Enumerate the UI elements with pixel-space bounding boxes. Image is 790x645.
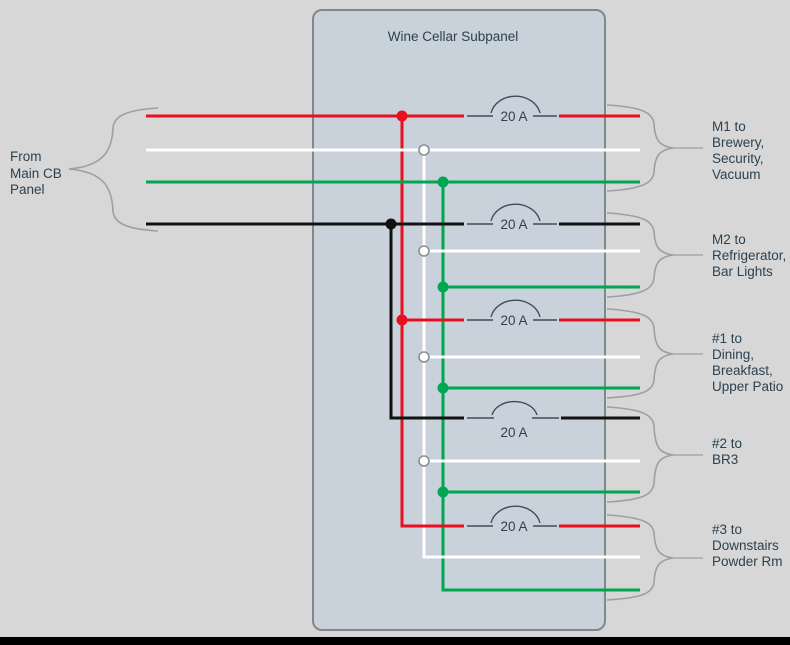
junction-dot-black	[385, 218, 397, 230]
label-m2: M2 to Refrigerator, Bar Lights	[712, 232, 786, 279]
label-line: #3 to	[712, 522, 742, 537]
junction-dot-green	[437, 281, 449, 293]
circuit-1: 20 A	[400, 299, 640, 390]
label-line: Bar Lights	[712, 264, 773, 279]
label-line: Upper Patio	[712, 379, 783, 394]
left-brace	[68, 107, 159, 232]
subpanel-title: Wine Cellar Subpanel	[388, 29, 519, 44]
bottom-bar	[0, 637, 790, 645]
source-label-line: Main CB	[10, 166, 62, 181]
label-line: M2 to	[712, 232, 746, 247]
label-line: BR3	[712, 452, 738, 467]
label-line: Breakfast,	[712, 363, 773, 378]
breaker-rating: 20 A	[500, 313, 527, 328]
circuit-2: 20 A	[389, 400, 640, 494]
label-m1: M1 to Brewery, Security, Vacuum	[712, 119, 764, 182]
breaker-arc-icon	[490, 203, 541, 222]
breaker-rating: 20 A	[500, 425, 527, 440]
breaker-arc-icon	[491, 400, 538, 416]
breaker-arc-icon	[490, 95, 541, 114]
label-line: M1 to	[712, 119, 746, 134]
breaker-rating: 20 A	[500, 519, 527, 534]
breaker-arc-icon	[490, 505, 541, 524]
label-line: Security,	[712, 151, 764, 166]
label-line: Brewery,	[712, 135, 764, 150]
label-2: #2 to BR3	[712, 436, 742, 467]
junction-dot-green	[437, 382, 449, 394]
right-brace-1	[606, 308, 674, 399]
neutral-tap-circle	[418, 351, 430, 363]
label-line: Downstairs	[712, 538, 779, 553]
junction-dot-red	[396, 314, 408, 326]
junction-dot-red	[396, 110, 408, 122]
label-1: #1 to Dining, Breakfast, Upper Patio	[712, 331, 783, 394]
circuit-m2: 20 A	[146, 203, 640, 289]
breaker-rating: 20 A	[500, 217, 527, 232]
source-label-line: From	[10, 149, 42, 164]
source-label: From Main CB Panel	[10, 149, 62, 197]
junction-dot-green	[437, 176, 449, 188]
circuit-m1: 20 A	[146, 95, 640, 184]
right-brace-m1	[606, 104, 674, 192]
label-line: Refrigerator,	[712, 248, 786, 263]
neutral-tap-circle	[418, 144, 430, 156]
junction-dot-green	[437, 486, 449, 498]
label-line: Dining,	[712, 347, 754, 362]
label-line: #1 to	[712, 331, 742, 346]
breaker-arc-icon	[490, 299, 541, 318]
circuit-3: 20 A	[400, 505, 640, 592]
neutral-tap-circle	[418, 455, 430, 467]
label-line: #2 to	[712, 436, 742, 451]
source-label-line: Panel	[10, 182, 45, 197]
right-brace-m2	[606, 212, 674, 298]
neutral-tap-circle	[418, 245, 430, 257]
label-3: #3 to Downstairs Powder Rm	[712, 522, 783, 569]
right-brace-2	[606, 406, 674, 503]
label-line: Vacuum	[712, 167, 761, 182]
label-line: Powder Rm	[712, 554, 783, 569]
breaker-rating: 20 A	[500, 109, 527, 124]
